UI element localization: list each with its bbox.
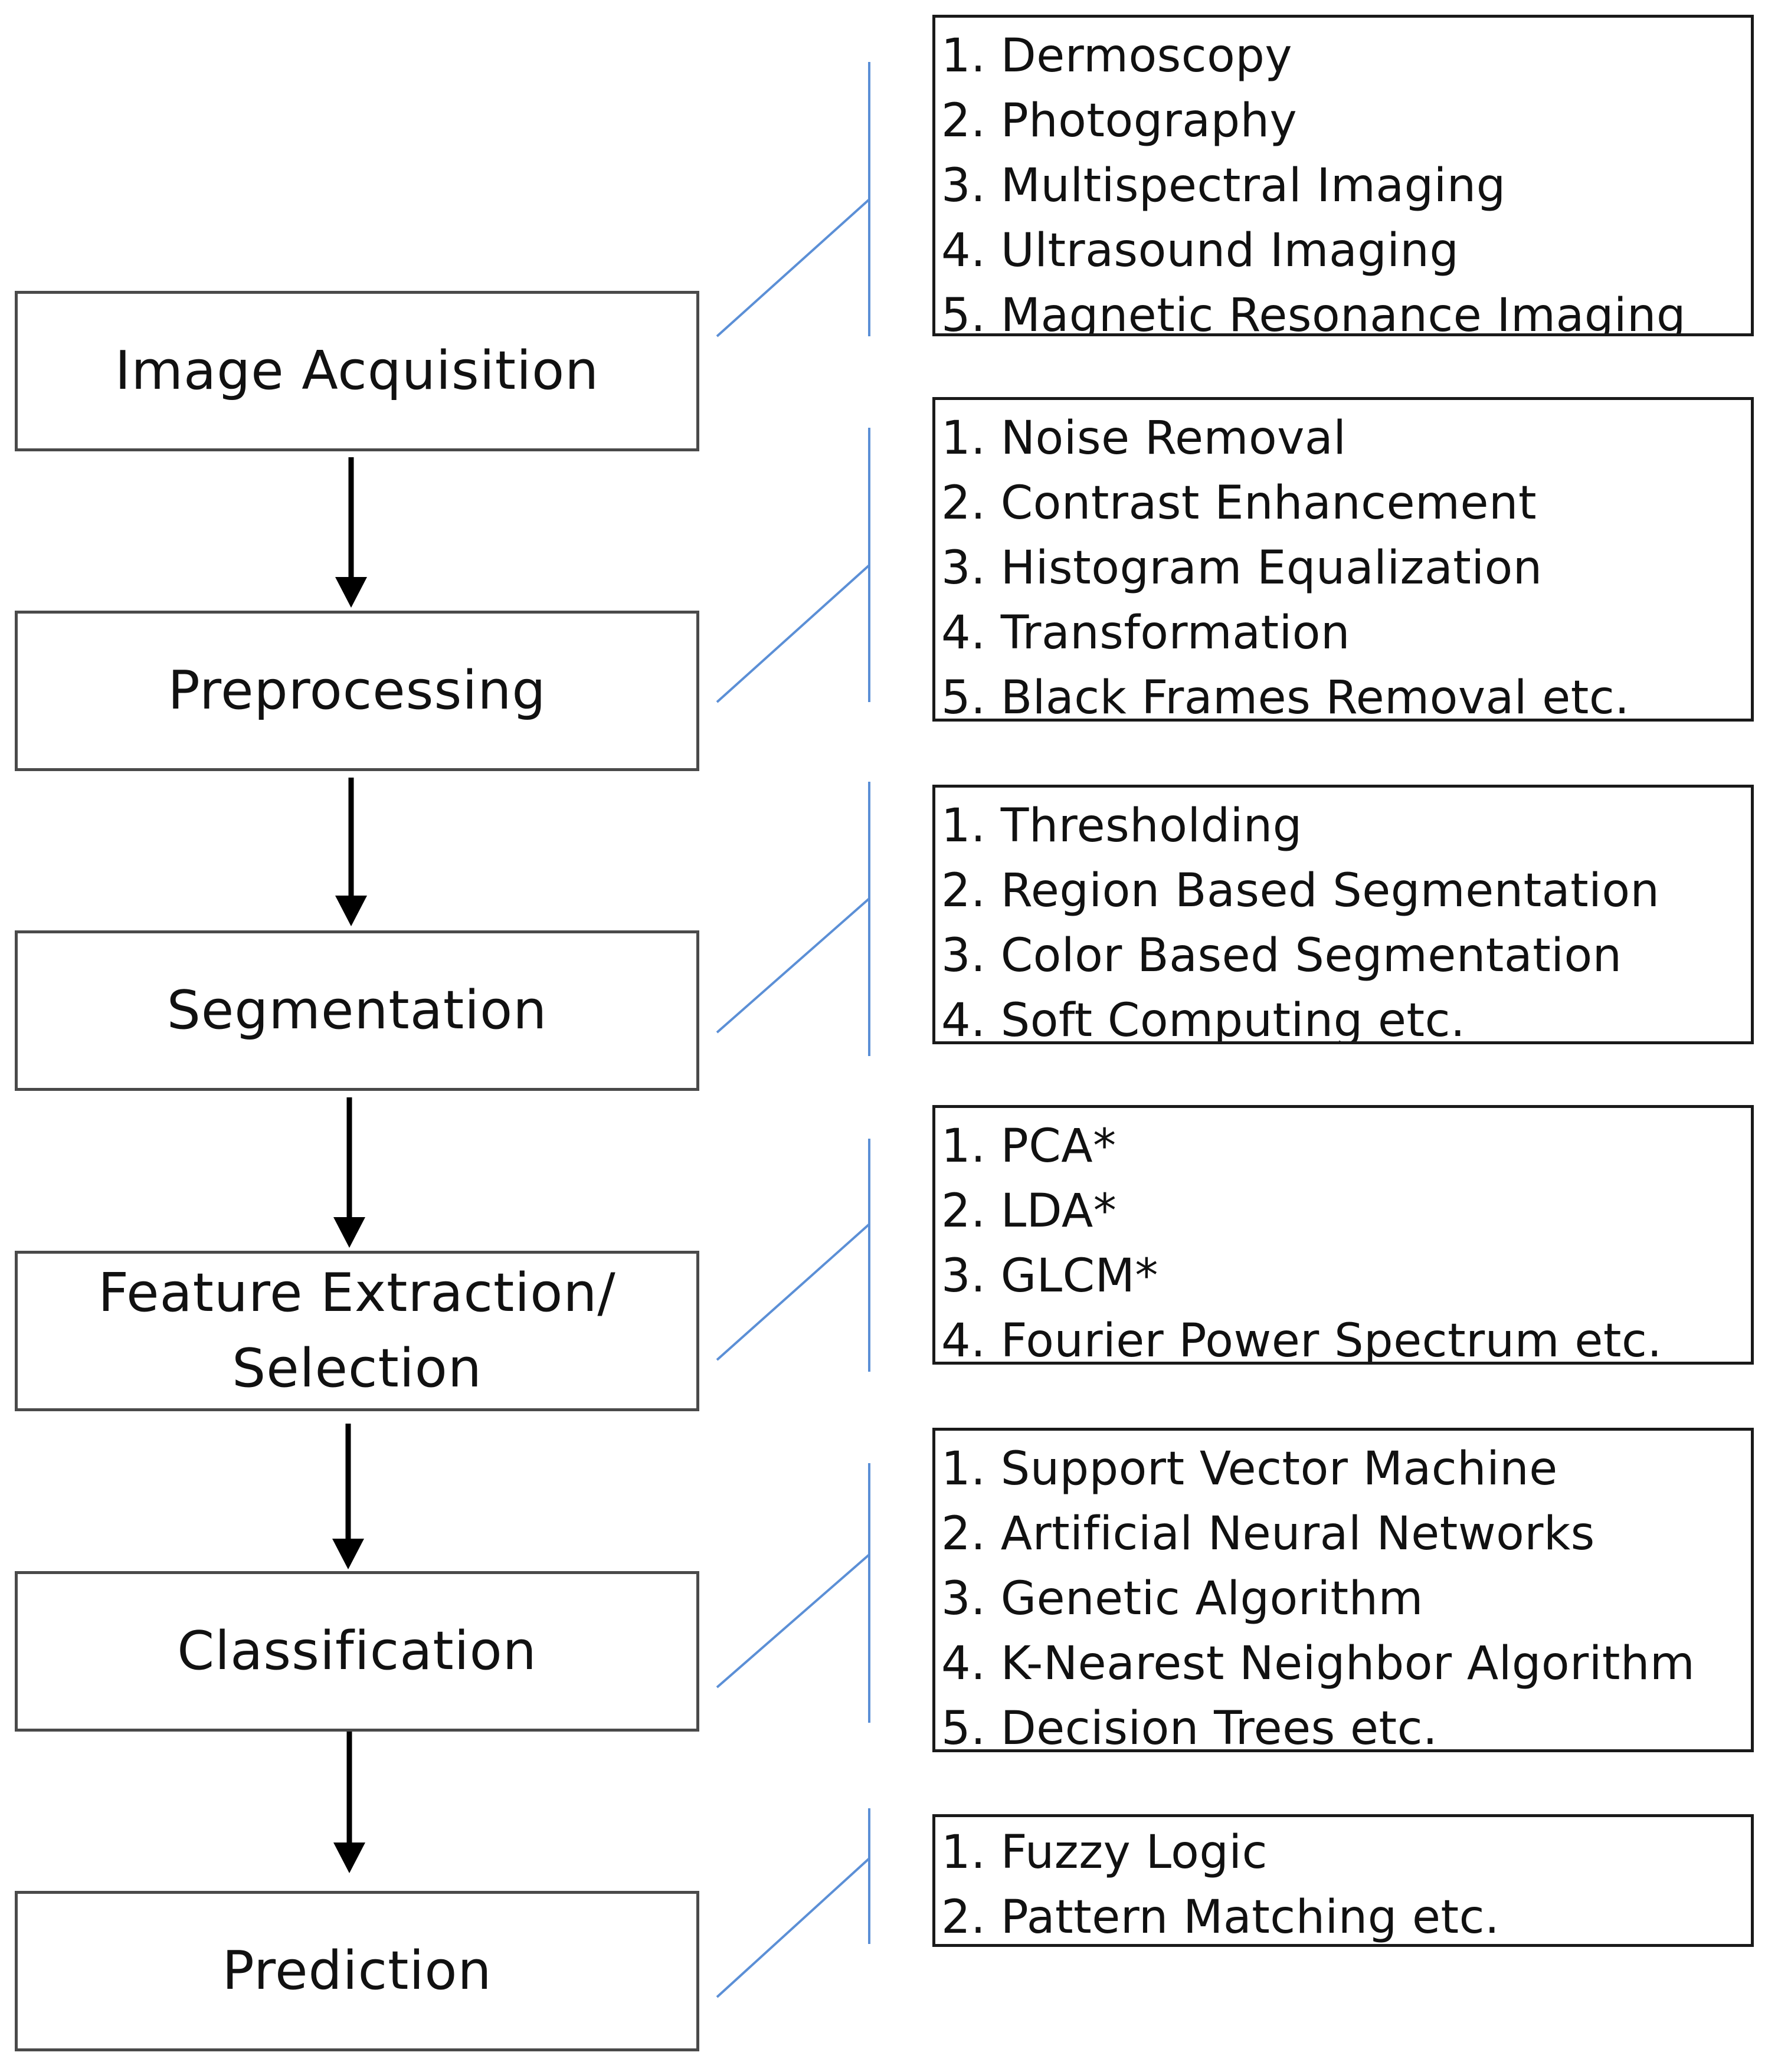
method-item: 2. Artificial Neural Networks xyxy=(941,1507,1595,1560)
method-item: 1. Noise Removal xyxy=(941,412,1347,465)
method-item: 3. GLCM* xyxy=(941,1250,1158,1303)
method-item: 3. Genetic Algorithm xyxy=(941,1572,1424,1625)
stage-image-acquisition: Image Acquisition xyxy=(15,291,699,451)
stage-feature-extraction-selection: Feature Extraction/ Selection xyxy=(15,1251,699,1411)
method-item: 5. Magnetic Resonance Imaging xyxy=(941,289,1686,336)
method-item: 2. Contrast Enhancement xyxy=(941,477,1537,530)
method-item: 1. Fuzzy Logic xyxy=(941,1826,1268,1879)
method-item: 1. Thresholding xyxy=(941,799,1302,853)
method-item: 2. Region Based Segmentation xyxy=(941,864,1660,917)
method-item: 3. Color Based Segmentation xyxy=(941,929,1622,982)
method-item: 3. Histogram Equalization xyxy=(941,542,1543,595)
method-item: 3. Multispectral Imaging xyxy=(941,159,1506,212)
flow-arrow-4 xyxy=(332,1424,364,1569)
methods-preprocessing: 1. Noise Removal 2. Contrast Enhancement… xyxy=(932,397,1754,722)
method-item: 4. Ultrasound Imaging xyxy=(941,224,1459,277)
method-item: 1. Support Vector Machine xyxy=(941,1442,1558,1496)
method-item: 4. Fourier Power Spectrum etc. xyxy=(941,1314,1662,1365)
flow-arrow-3 xyxy=(333,1097,365,1248)
bracket-connector-5 xyxy=(716,1463,870,1723)
flow-arrow-2 xyxy=(335,778,367,926)
bracket-connector-1 xyxy=(716,62,870,337)
stage-classification: Classification xyxy=(15,1571,699,1732)
method-item: 1. Dermoscopy xyxy=(941,29,1293,83)
methods-image-acquisition: 1. Dermoscopy 2. Photography 3. Multispe… xyxy=(932,15,1754,336)
methods-segmentation: 1. Thresholding 2. Region Based Segmenta… xyxy=(932,785,1754,1044)
methods-prediction: 1. Fuzzy Logic 2. Pattern Matching etc. xyxy=(932,1814,1754,1947)
method-item: 5. Black Frames Removal etc. xyxy=(941,671,1630,722)
methods-classification: 1. Support Vector Machine 2. Artificial … xyxy=(932,1428,1754,1752)
method-item: 1. PCA* xyxy=(941,1120,1116,1173)
stage-prediction: Prediction xyxy=(15,1891,699,2051)
bracket-connector-4 xyxy=(716,1139,870,1372)
method-item: 2. Pattern Matching etc. xyxy=(941,1891,1500,1944)
methods-feature-extraction: 1. PCA* 2. LDA* 3. GLCM* 4. Fourier Powe… xyxy=(932,1105,1754,1365)
stage-preprocessing: Preprocessing xyxy=(15,611,699,771)
bracket-connector-6 xyxy=(716,1808,870,1998)
method-item: 2. LDA* xyxy=(941,1185,1117,1238)
flow-arrow-5 xyxy=(333,1730,365,1873)
bracket-connector-2 xyxy=(716,428,870,703)
method-item: 4. Transformation xyxy=(941,606,1350,660)
method-item: 2. Photography xyxy=(941,94,1298,147)
method-item: 4. K-Nearest Neighbor Algorithm xyxy=(941,1637,1695,1690)
bracket-connector-3 xyxy=(716,782,870,1056)
stage-segmentation: Segmentation xyxy=(15,930,699,1091)
method-item: 4. Soft Computing etc. xyxy=(941,994,1466,1044)
method-item: 5. Decision Trees etc. xyxy=(941,1702,1438,1752)
flow-arrow-1 xyxy=(335,457,367,608)
